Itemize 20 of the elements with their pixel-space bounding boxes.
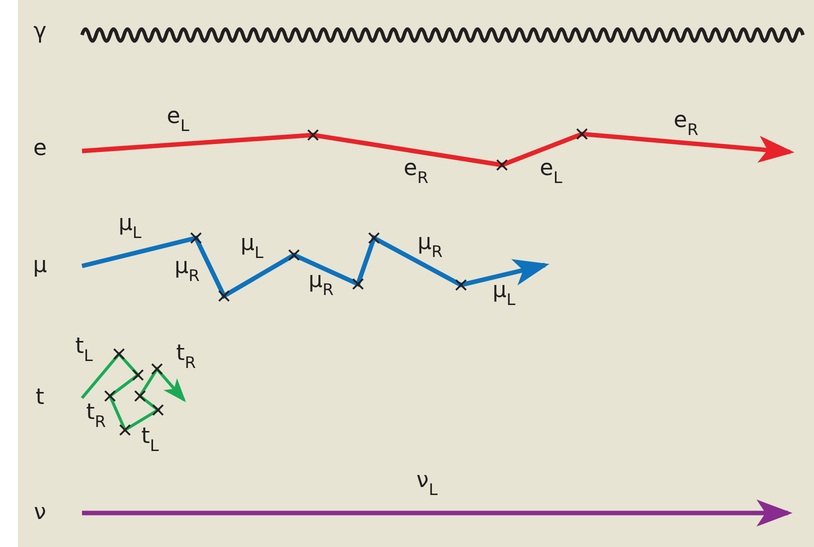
chirality-label: e$_{L}$ [166,106,190,134]
particle-symbol: e [33,138,47,160]
chirality-label: e$_{L}$ [540,158,562,186]
particle-symbol: ν [34,502,46,524]
chirality-label: t$_{L}$ [75,336,93,364]
particle-symbol: t [36,387,44,409]
chirality-label: e$_{R}$ [404,158,428,186]
chirality-label: t$_{L}$ [141,426,159,454]
chirality-label: μ$_{R}$ [308,270,334,298]
chirality-label: μ$_{L}$ [240,233,264,261]
chirality-label: t$_{R}$ [176,343,196,371]
chirality-label: μ$_{L}$ [118,213,142,241]
chirality-label: ν$_{L}$ [416,470,438,498]
particle-symbol: μ [33,255,47,277]
particle-symbol: γ [33,21,47,43]
chirality-label: μ$_{R}$ [174,256,200,284]
chirality-label: t$_{R}$ [86,402,106,430]
chirality-label: μ$_{L}$ [492,280,516,308]
chirality-label: μ$_{R}$ [417,232,443,260]
chirality-label: e$_{R}$ [674,110,698,138]
